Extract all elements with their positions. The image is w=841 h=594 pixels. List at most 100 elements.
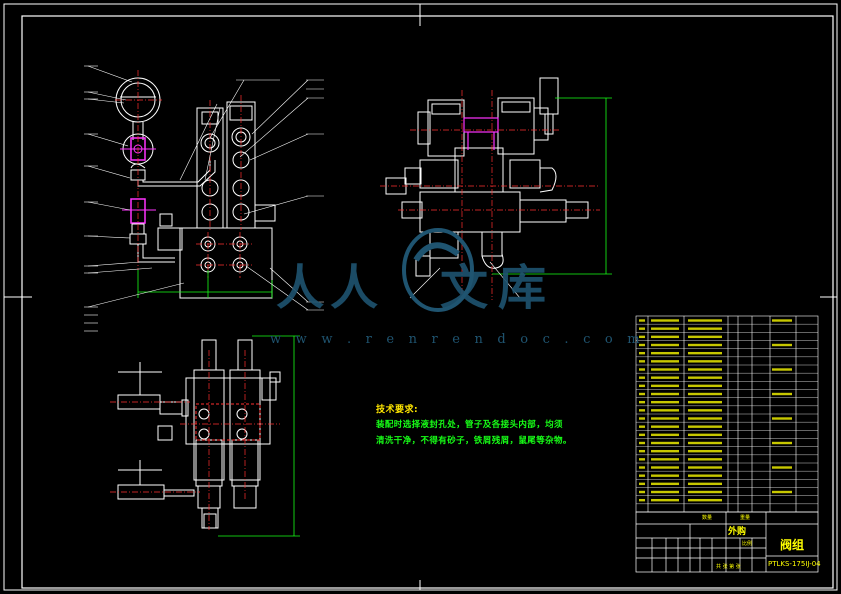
parts-list-cell-text [688,417,722,420]
parts-list-cell-text [688,490,722,494]
parts-list-cell-text [639,458,645,461]
parts-list-cell-text [639,351,645,355]
title-block-material: 外购 [728,527,747,537]
parts-list-cell-text [688,335,722,339]
parts-list-cell-text [651,441,679,445]
parts-list-cell-text [651,376,679,379]
parts-list-cell-text [651,466,679,469]
parts-list-cell-text [651,384,679,388]
side-view-leaders [409,261,521,299]
parts-list-cell-text [651,433,679,437]
parts-list-cell-text [772,368,792,371]
parts-list-cell-text [688,400,722,404]
parts-list-cell-text [688,343,722,347]
parts-list-cell-text [639,466,645,469]
parts-list-cell-text [639,368,645,371]
parts-list-cell-text [772,490,792,494]
parts-list-cell-text [688,360,722,363]
parts-list-cell-text [688,351,722,355]
parts-list-cell-text [639,360,645,363]
parts-list-cell-text [688,368,722,371]
parts-list-cell-text [639,392,645,396]
parts-list-cell-text [688,384,722,388]
watermark-char-4: 库 [498,260,547,316]
parts-list-cell-text [688,392,722,396]
parts-list-cell-text [651,474,679,477]
title-block-drawing-number: PTLKS-175IJ-04 [768,560,821,568]
parts-list-cell-text [651,458,679,461]
parts-list-cell-text [639,417,645,420]
parts-list-cell-text [639,319,645,322]
parts-list-cell-text [639,498,645,502]
parts-list-cell-text [639,343,645,347]
watermark-logo [402,228,474,312]
parts-list-cell-text [772,466,792,469]
parts-list-cell-text [772,417,792,420]
parts-list-cell-text [688,327,722,330]
parts-list-cell-text [651,335,679,339]
parts-list-cell-text [772,343,792,347]
tech-requirements-title: 技术要求: [376,405,419,415]
parts-list-cell-text [651,319,679,322]
top-view [117,339,281,529]
parts-list-cell-text [639,335,645,339]
parts-list-cell-text [688,376,722,379]
parts-list-cell-text [651,409,679,412]
watermark-url: w w w . r e n r e n d o c . c o m [270,332,645,347]
parts-list-cell-text [688,425,722,428]
parts-list-cell-text [639,376,645,379]
parts-list-cell-text [651,425,679,428]
tech-requirements-line-2: 清洗干净，不得有砂子，铁屑残屑，鼠尾等杂物。 [376,436,572,446]
parts-list-cell-text [688,466,722,469]
parts-list-cell-text [651,498,679,502]
parts-list-cell-text [639,425,645,428]
title-block [635,511,819,573]
parts-list-cell-text [639,400,645,404]
top-view-red [110,350,280,530]
parts-list-cell-text [651,368,679,371]
title-block-weight-label: 重量 [740,515,751,521]
parts-list-cell-text [639,490,645,494]
parts-list-rows [636,323,818,505]
manifold-top-view [185,377,271,445]
parts-list-cell-text [772,441,792,445]
parts-list-cell-text [651,327,679,330]
parts-list-cell-text [639,449,645,453]
side-view-magenta [463,117,499,150]
parts-list-cell-text [639,409,645,412]
watermark-char-1: 人 [276,260,325,316]
parts-list-cell-text [688,449,722,453]
watermark-char-3: 文 [440,260,489,316]
parts-list-cell-text [639,384,645,388]
gauge-side [539,77,559,115]
parts-list-cell-text [688,474,722,477]
title-block-scale-label: 比例 [742,541,753,547]
solenoid-coil-right [497,97,535,155]
parts-list-cell-text [688,409,722,412]
parts-list-cell-text [651,351,679,355]
parts-list-cell-text [639,433,645,437]
parts-list-cell-text [772,392,792,396]
side-view-dimensions [492,97,612,275]
side-view [385,77,589,277]
title-block-drawing-name: 阀组 [780,538,805,552]
side-view-centerlines [380,90,600,300]
parts-list-cell-text [639,327,645,330]
top-view-dimensions [218,335,300,537]
parts-list-cell-text [772,319,792,322]
parts-list-cell-text [651,490,679,494]
title-block-sheet-label: 共 张 第 张 [716,564,741,570]
parts-list-cell-text [651,417,679,420]
parts-list-cell-text [688,498,722,502]
parts-list-cell-text [639,474,645,477]
parts-list-cell-text [651,343,679,347]
parts-list-cell-text [651,400,679,404]
tech-requirements-line-1: 装配时选择液封孔处，管子及各接头内部，均须 [376,420,563,430]
parts-list-cell-text [688,458,722,461]
parts-list-cell-text [639,482,645,486]
parts-list-cell-text [688,441,722,445]
parts-list-text [639,319,792,502]
inner-frame [21,15,834,589]
parts-list-cell-text [651,482,679,486]
